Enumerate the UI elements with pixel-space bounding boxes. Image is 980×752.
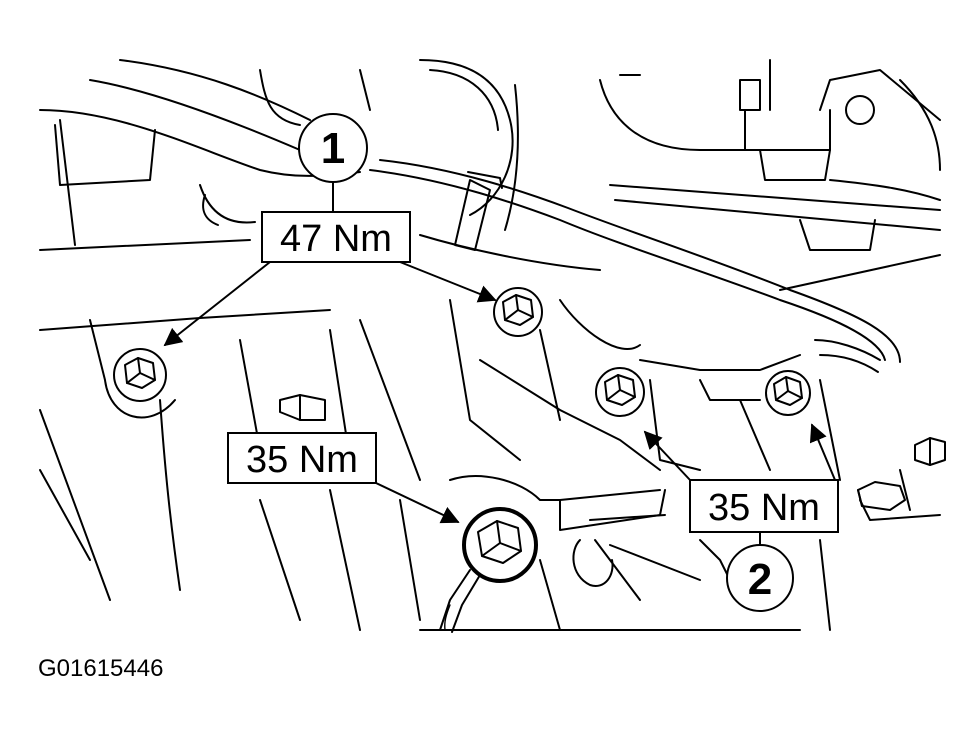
arrow-to-bolt-upper-center — [399, 261, 497, 303]
bolt-middle-right-1 — [595, 367, 645, 417]
arrow-to-bolt-middle-right-2 — [809, 423, 836, 481]
callout-2-group: 35 Nm 2 — [643, 423, 839, 612]
arrow-to-bolt-middle-right-1 — [643, 430, 691, 481]
bolt-lower-center — [462, 507, 538, 583]
arrow-to-bolt-upper-left — [163, 261, 271, 347]
bolt-upper-left — [113, 348, 167, 402]
bolt-middle-right-2 — [765, 370, 811, 416]
callout-2-circle — [726, 544, 794, 612]
torque-label-35-left: 35 Nm — [246, 439, 358, 481]
arrow-to-bolt-lower-center — [375, 482, 460, 524]
torque-label-47-box — [261, 211, 411, 263]
torque-single-group: 35 Nm — [227, 432, 460, 524]
figure-id: G01615446 — [38, 655, 163, 682]
torque-label-35-right: 35 Nm — [708, 487, 820, 529]
torque-label-35-right-box — [689, 479, 839, 533]
callout-1-number: 1 — [321, 124, 345, 173]
bolt-upper-center — [493, 287, 543, 337]
housing-line-art — [39, 59, 946, 633]
callout-2-number: 2 — [748, 555, 772, 604]
torque-label-47: 47 Nm — [280, 218, 392, 260]
torque-label-35-left-box — [227, 432, 377, 484]
callout-1-group: 1 47 Nm — [163, 113, 497, 347]
